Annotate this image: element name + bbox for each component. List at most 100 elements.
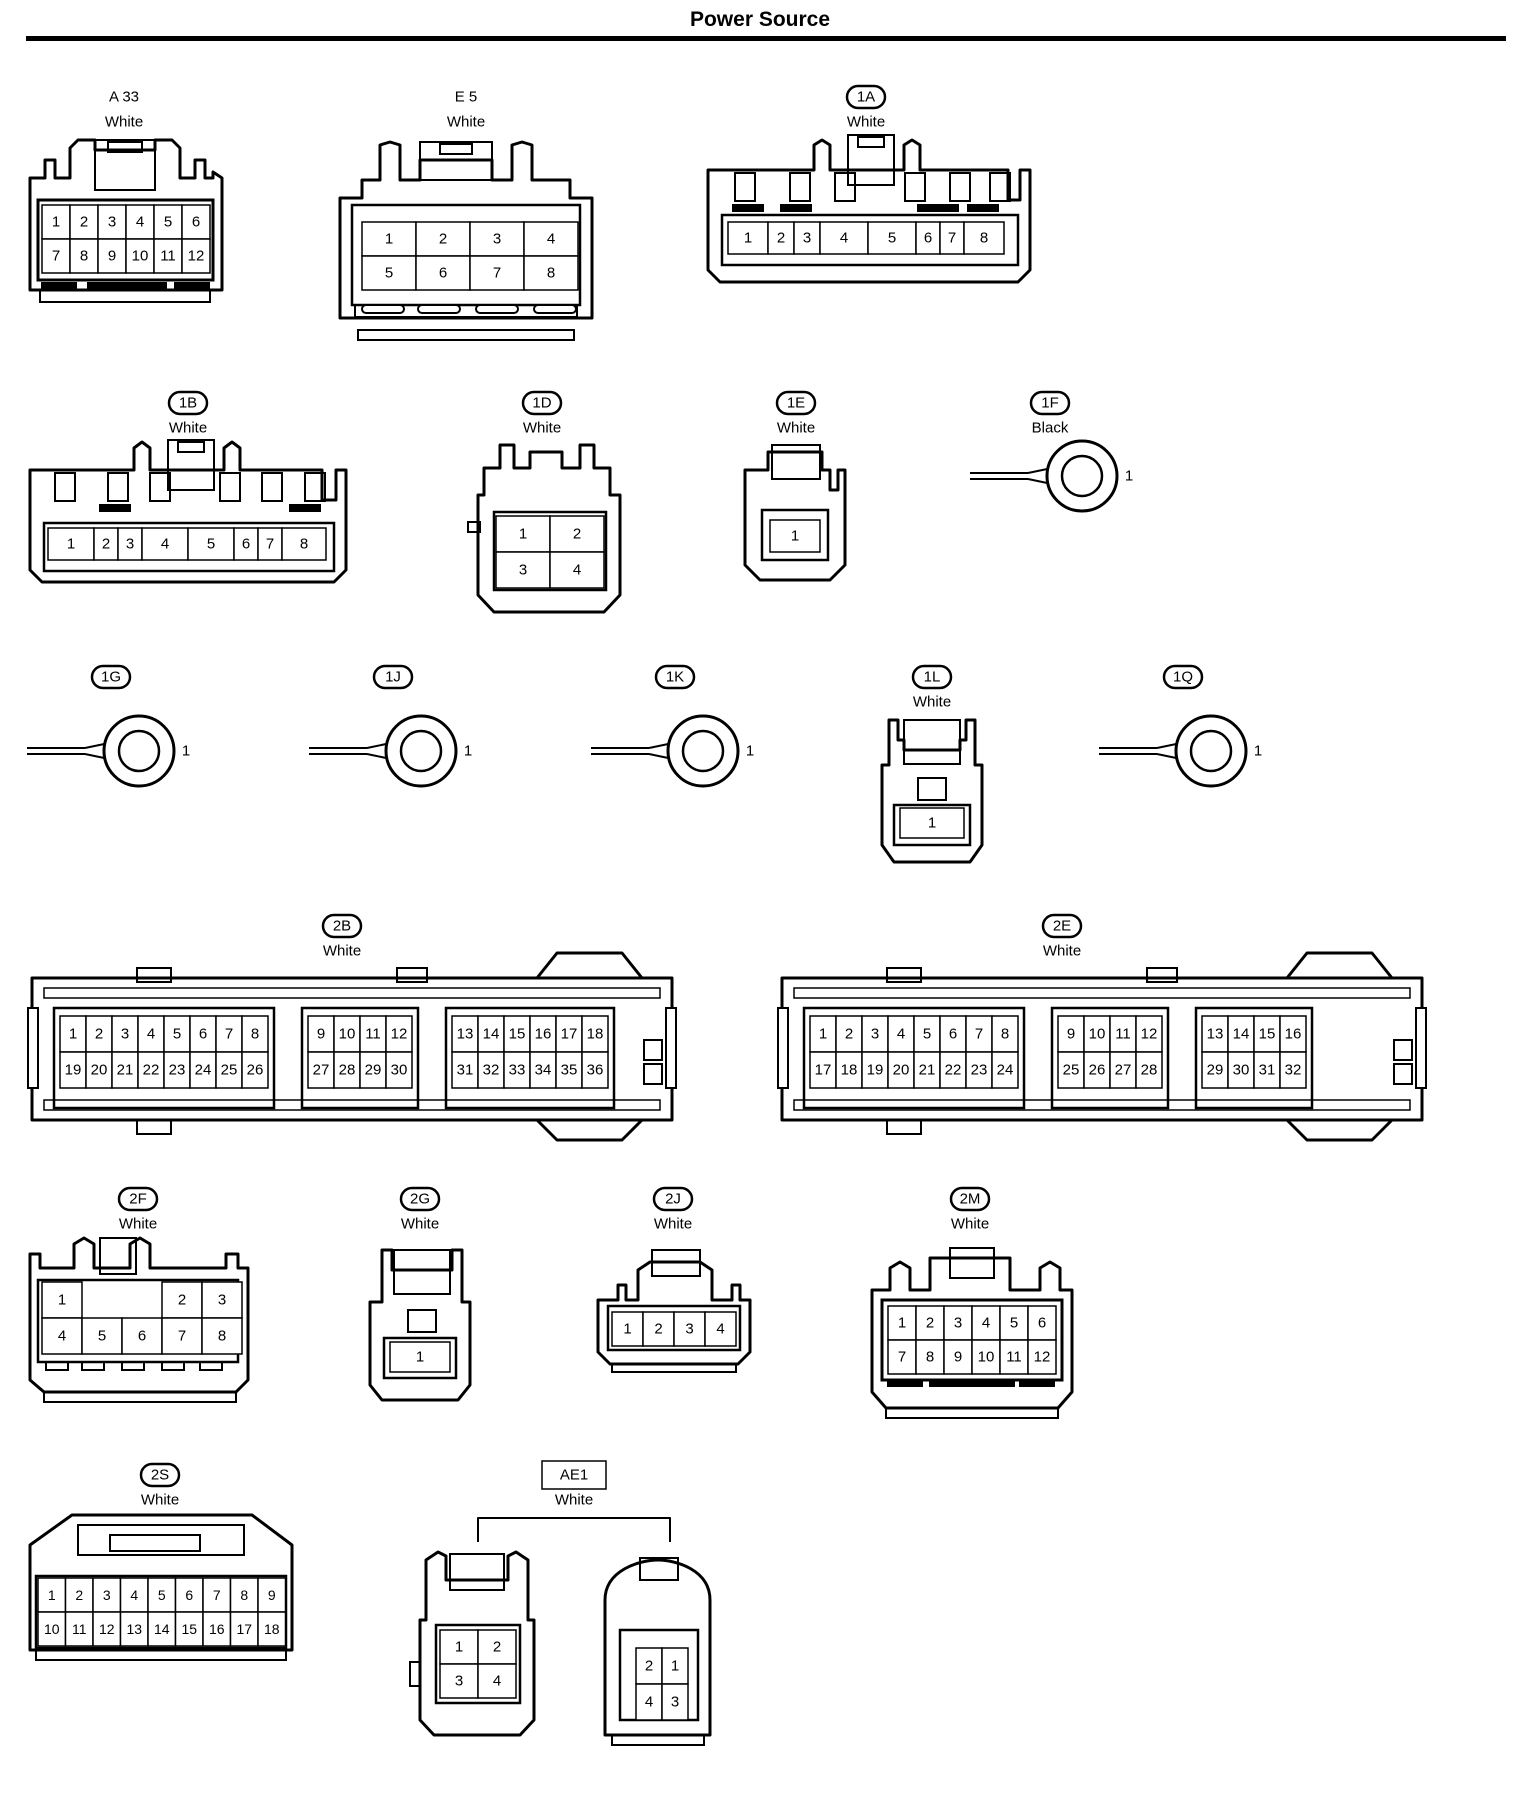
pin-cell [47, 527, 95, 561]
pin-cell [117, 527, 143, 561]
pin-number: 11 [1006, 1349, 1022, 1366]
terminal-number: 1 [1125, 468, 1133, 485]
connector-color: White [654, 1216, 692, 1233]
pin-cell [229, 1577, 259, 1613]
pin-number: 6 [199, 1026, 207, 1043]
pin-number: 27 [313, 1062, 330, 1079]
connector-color: White [323, 943, 361, 960]
pin-cell [915, 221, 941, 255]
connector-id: 1B [179, 395, 197, 412]
ring-terminal-1f: 1 [970, 439, 1133, 513]
connector-id-oval [90, 664, 132, 690]
pin-cell [503, 1015, 531, 1053]
pin-cell [661, 1647, 689, 1685]
pin-cell [385, 1051, 413, 1089]
pin-cell [661, 1683, 689, 1721]
pin-number: 11 [365, 1026, 381, 1043]
pin-number: 3 [103, 1587, 111, 1603]
connector-id: 2E [1053, 918, 1071, 935]
pin-block [444, 1006, 616, 1110]
ring-outer [102, 714, 176, 788]
pin-cell [121, 1317, 163, 1355]
pin-number: 32 [1285, 1062, 1302, 1079]
pin-cell [991, 1015, 1019, 1053]
pin-number: 1 [385, 231, 393, 248]
connector-id-oval [372, 664, 414, 690]
pin-number: 1 [819, 1026, 827, 1043]
pin-number: 28 [1141, 1062, 1158, 1079]
pin-number: 4 [573, 562, 581, 579]
pin-cell [307, 1051, 335, 1089]
ring-hole [681, 729, 725, 773]
pin-number: 10 [1089, 1026, 1106, 1043]
connector-id-oval [167, 390, 209, 416]
connector-id-oval [911, 664, 953, 690]
pin-cell [1057, 1051, 1085, 1089]
pin-number: 13 [457, 1026, 474, 1043]
pin-cell [92, 1611, 122, 1647]
connector-id: 1D [532, 395, 551, 412]
pin-number: 7 [266, 536, 274, 553]
pin-number: 2 [845, 1026, 853, 1043]
pin-number: 1 [416, 1349, 424, 1366]
pin-number: 1 [455, 1639, 463, 1656]
pin-cell [163, 1051, 191, 1089]
pin-number: 20 [91, 1062, 108, 1079]
ring-hole [1189, 729, 1233, 773]
pin-number: 6 [439, 265, 447, 282]
pin-number: 11 [160, 248, 176, 265]
pin-number: 21 [117, 1062, 134, 1079]
pin-cell [137, 1051, 165, 1089]
ring-outer [1174, 714, 1248, 788]
pin-number: 33 [509, 1062, 526, 1079]
pin-cell [187, 527, 235, 561]
connector-id: 2G [410, 1191, 430, 1208]
pin-number: 22 [143, 1062, 160, 1079]
page-title: Power Source [689, 8, 831, 31]
pin-block [802, 1006, 1026, 1110]
connector-id: 2B [333, 918, 351, 935]
pin-number: 3 [671, 1694, 679, 1711]
pin-cell [119, 1611, 149, 1647]
connector-id: 2J [665, 1191, 681, 1208]
pin-cell [1279, 1015, 1307, 1053]
pin-number: 34 [535, 1062, 552, 1079]
connector-id-oval [1162, 664, 1204, 690]
pin-number: 14 [1233, 1026, 1250, 1043]
pin-cell [451, 1051, 479, 1089]
pin-cell [85, 1051, 113, 1089]
connector-color: White [141, 1492, 179, 1509]
connector-id-oval [399, 1186, 441, 1212]
connector-label-1k: 1K [654, 664, 696, 690]
connector-id-oval [845, 84, 887, 110]
pin-number: 10 [132, 248, 149, 265]
pin-cell [477, 1663, 517, 1699]
pin-number: 12 [99, 1621, 115, 1637]
pin-number: 4 [897, 1026, 905, 1043]
connector-id: 1E [787, 395, 805, 412]
pin-number: 9 [317, 1026, 325, 1043]
pin-number: 9 [108, 248, 116, 265]
pin-number: 23 [971, 1062, 988, 1079]
pin-number: 9 [268, 1587, 276, 1603]
pin-number: 12 [1141, 1026, 1158, 1043]
pin-number: 8 [251, 1026, 259, 1043]
pin-cell [64, 1577, 94, 1613]
pin-cell [361, 255, 417, 291]
pin-cell [174, 1611, 204, 1647]
pin-number: 25 [221, 1062, 238, 1079]
connector-id-box [541, 1460, 607, 1490]
pin-cell [85, 1015, 113, 1053]
pin-number: 7 [948, 230, 956, 247]
pin-number: 3 [803, 230, 811, 247]
pin-number: 2 [178, 1292, 186, 1309]
pin-number: 24 [997, 1062, 1014, 1079]
pin-number: 4 [130, 1587, 138, 1603]
